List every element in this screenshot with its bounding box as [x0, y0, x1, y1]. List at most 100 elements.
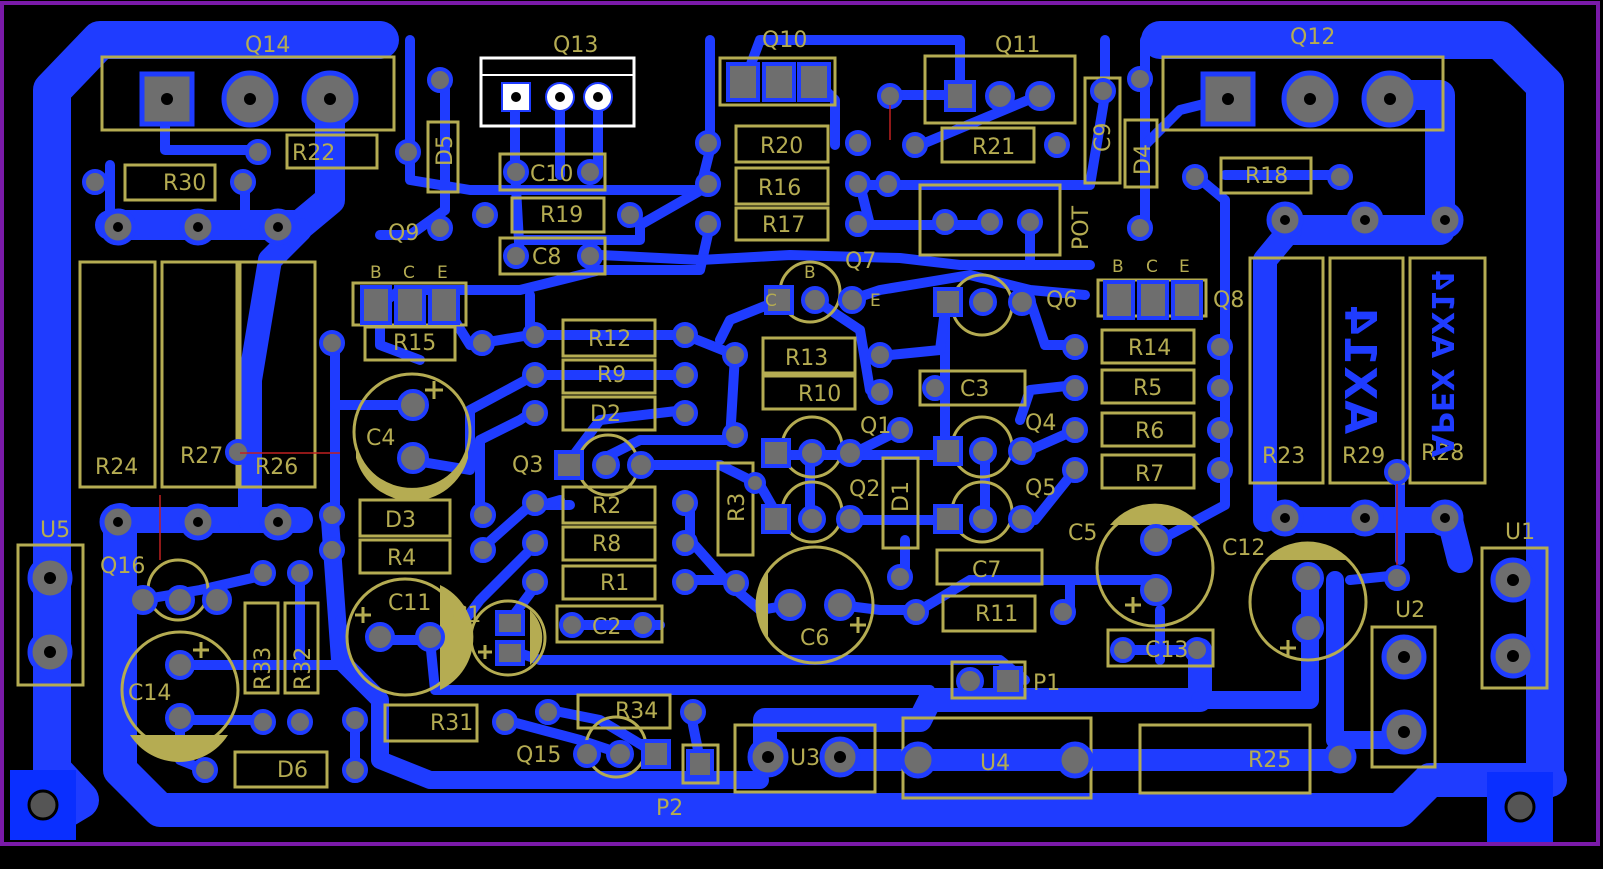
pad [1062, 417, 1088, 443]
label-r4: R4 [387, 546, 416, 571]
pad [944, 80, 976, 112]
label-r12: R12 [588, 327, 631, 352]
pad [319, 502, 345, 528]
label-d4: D4 [1131, 144, 1156, 175]
d4-outline [1123, 118, 1159, 189]
label-r30: R30 [163, 171, 206, 196]
label-q7-c: C [765, 291, 777, 311]
label-r28: R28 [1421, 441, 1464, 466]
label-r29: R29 [1342, 444, 1385, 469]
drill [1398, 726, 1410, 738]
pad [503, 159, 529, 185]
q13-outline [479, 56, 636, 128]
c9-outline [1083, 76, 1122, 185]
left-outer-rail [33, 21, 399, 831]
pad [1008, 505, 1036, 533]
label-r9: R9 [597, 363, 626, 388]
pad [573, 740, 601, 768]
pad [695, 171, 721, 197]
label-d6: D6 [277, 758, 308, 783]
label-r31: R31 [430, 711, 473, 736]
pad [761, 504, 791, 534]
pad [128, 585, 158, 615]
trace [915, 575, 1165, 615]
drill [1398, 651, 1410, 663]
label-pot: POT [1069, 205, 1094, 250]
pad [522, 322, 548, 348]
label-r34: R34 [615, 699, 658, 724]
pad [1127, 215, 1153, 241]
plus-icon [193, 642, 209, 658]
label-r2: R2 [592, 494, 621, 519]
label-p1: P1 [1033, 671, 1060, 696]
r34-outline [576, 693, 672, 730]
pad [522, 362, 548, 388]
pad [887, 564, 913, 590]
label-r23: R23 [1262, 444, 1305, 469]
label-c4: C4 [366, 426, 395, 451]
pad [522, 530, 548, 556]
polarity-plus-signs [193, 381, 1296, 659]
label-q6: Q6 [1046, 288, 1077, 313]
copper-lettering: APEX AX14 AX14 [1334, 270, 1459, 457]
r33-outline [243, 601, 280, 695]
u2-outline [1370, 625, 1437, 769]
label-q9-c: C [403, 263, 415, 283]
label-q7-e: E [870, 291, 881, 311]
c11-band [440, 585, 474, 690]
r3-outline [716, 461, 755, 557]
board-outline [0, 1, 1600, 846]
pad [867, 342, 893, 368]
pad [1207, 375, 1233, 401]
plus-icon [478, 645, 492, 659]
u3-outline [733, 723, 877, 794]
pad [1137, 280, 1169, 320]
right-outer-rail [1141, 21, 1564, 799]
u1-outline [1480, 546, 1549, 690]
label-c11: C11 [388, 591, 431, 616]
pad [680, 699, 706, 725]
label-r33: R33 [251, 647, 276, 690]
drill [113, 222, 123, 232]
label-q5: Q5 [1025, 476, 1056, 501]
label-r11: R11 [975, 602, 1018, 627]
pad [492, 709, 518, 735]
pad [1017, 209, 1043, 235]
label-u3: U3 [790, 746, 820, 771]
trace [530, 330, 740, 445]
c5-band [1110, 503, 1200, 525]
pad [1044, 132, 1070, 158]
mounting-hole-icon [1504, 791, 1536, 823]
label-q8-e: E [1179, 257, 1190, 277]
label-c14: C14 [128, 681, 171, 706]
drill [511, 92, 521, 102]
pad [287, 709, 313, 735]
pad [798, 505, 826, 533]
trace [425, 635, 935, 695]
drill [44, 572, 56, 584]
r23-outline [1248, 256, 1325, 485]
r7-outline [1100, 453, 1196, 490]
trace [1015, 380, 1080, 425]
pad [1140, 574, 1172, 606]
drill [555, 92, 565, 102]
pad [672, 400, 698, 426]
label-q12: Q12 [1290, 25, 1335, 50]
pad [1207, 417, 1233, 443]
r16-outline [734, 166, 830, 206]
drill [1360, 215, 1370, 225]
pad [801, 286, 829, 314]
d1-outline [881, 456, 920, 550]
label-q10: Q10 [762, 28, 807, 53]
pad [722, 422, 748, 448]
drill [193, 517, 203, 527]
label-r27: R27 [180, 444, 223, 469]
pad [774, 589, 806, 621]
label-d1: D1 [889, 481, 914, 512]
label-c6: C6 [800, 626, 829, 651]
pad [469, 330, 495, 356]
pad [342, 707, 368, 733]
label-r13: R13 [785, 346, 828, 371]
d6-outline [233, 750, 329, 789]
pad [902, 132, 928, 158]
